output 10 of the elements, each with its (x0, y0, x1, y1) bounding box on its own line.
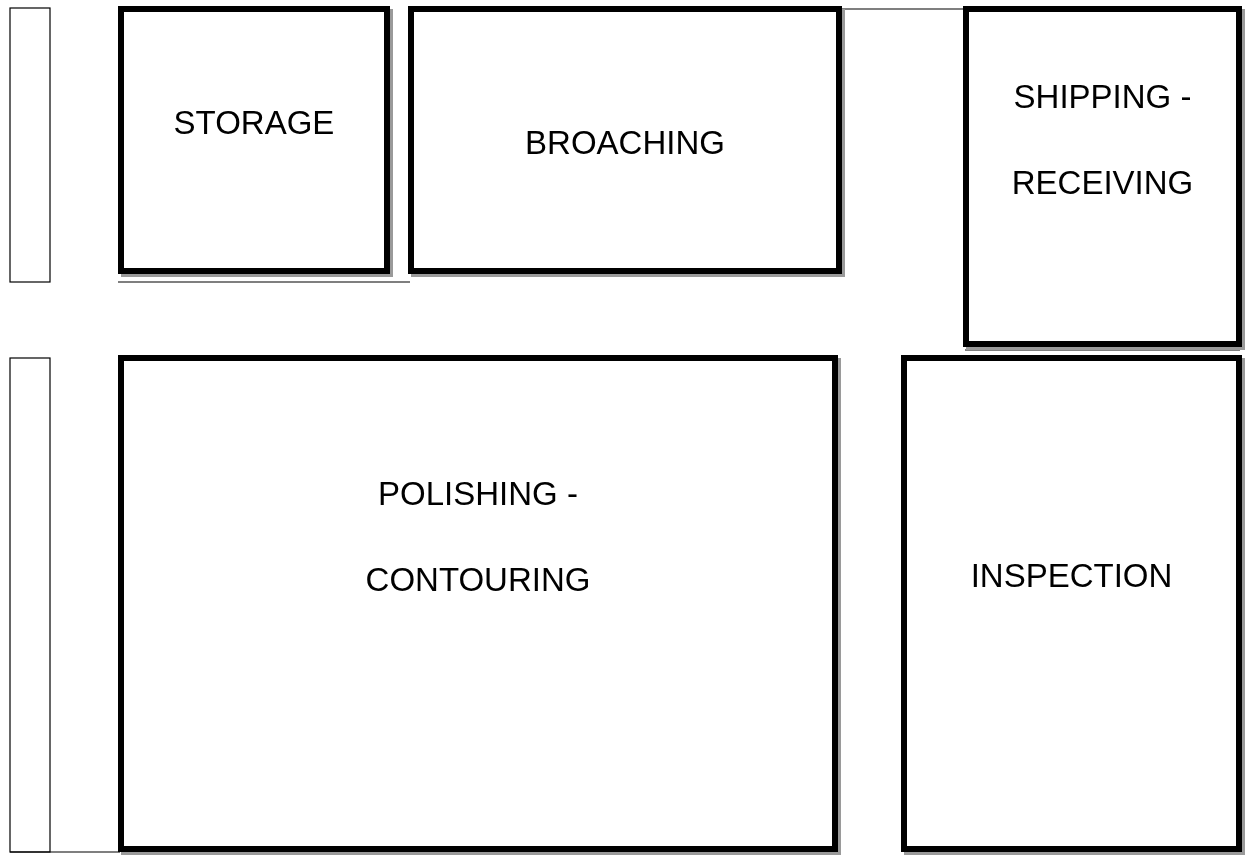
room-box (118, 6, 390, 274)
room-box (118, 355, 838, 852)
room-label: INSPECTION (969, 557, 1174, 595)
room-label: BROACHING (524, 124, 726, 162)
room-label: STORAGE (172, 104, 336, 142)
room-box (901, 355, 1242, 852)
room-box (963, 6, 1242, 347)
room-label: POLISHING - CONTOURING (365, 474, 591, 600)
room-label: SHIPPING - RECEIVING (1011, 77, 1194, 203)
room-box (408, 6, 842, 274)
